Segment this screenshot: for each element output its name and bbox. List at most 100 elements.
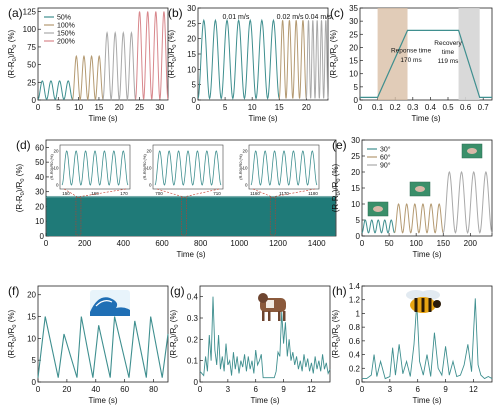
- series-line-60°: [394, 203, 444, 234]
- x-axis-label: Time (s): [412, 250, 441, 259]
- x-tick-label: 20: [115, 103, 124, 112]
- y-tick-label: 0.6: [349, 337, 361, 346]
- x-axis-label: Time (s): [250, 396, 279, 405]
- x-tick-label: 9: [443, 385, 448, 394]
- speed-label: 0.04 m/s: [305, 14, 332, 21]
- inset-x-tick: 1180: [308, 191, 318, 196]
- inset-connector: [156, 188, 183, 197]
- recovery-value: 119 ms: [438, 58, 460, 65]
- x-tick-label: 0: [358, 103, 363, 112]
- y-tick-label: 15: [27, 313, 36, 322]
- x-tick-label: 0.4: [425, 103, 437, 112]
- x-tick-label: 0: [196, 103, 201, 112]
- y-axis-label: (R-R0)/R0 (%): [331, 309, 342, 358]
- x-tick-label: 15: [275, 103, 284, 112]
- inset-y-tick: 20: [146, 149, 152, 154]
- inset-y-label: (R-R0)/R0 (%): [49, 154, 54, 180]
- inset-y-tick: 10: [242, 166, 248, 171]
- y-tick-label: 0: [356, 232, 361, 241]
- plot-frame: [37, 7, 169, 101]
- x-axis-label: Time (s): [176, 250, 205, 259]
- inset-y-tick: 20: [242, 149, 248, 154]
- y-tick-label: 0.4: [349, 351, 361, 360]
- y-tick-label: 30: [351, 136, 360, 145]
- y-tick-label: 15: [351, 184, 360, 193]
- y-tick-label: 0: [192, 96, 197, 105]
- wave-shape: [90, 297, 130, 316]
- y-label-part: (R-R: [7, 341, 16, 358]
- y-tick-label: 25: [187, 19, 196, 28]
- x-tick-label: 30: [155, 103, 164, 112]
- series-line-90°: [442, 170, 493, 234]
- y-tick-label: 20: [187, 35, 196, 44]
- x-tick-label: 12: [307, 385, 316, 394]
- inset-x-tick: 160: [91, 191, 99, 196]
- y-tick-label: 50: [35, 158, 44, 167]
- x-tick-label: 9: [281, 385, 286, 394]
- panel-label: (a): [8, 6, 23, 20]
- x-tick-label: 50: [385, 239, 394, 248]
- bee-stripe: [421, 298, 425, 312]
- x-axis-label: Time (s): [412, 396, 441, 405]
- y-label-part: (%): [329, 29, 338, 44]
- cow-leg: [278, 311, 281, 321]
- response-region: [377, 8, 408, 100]
- panel-label: (h): [332, 284, 347, 298]
- y-axis-label: (R-R0)/R0 (%): [169, 309, 180, 358]
- inset-x-tick: 170: [120, 191, 128, 196]
- y-tick-label: 5: [192, 81, 197, 90]
- y-label-part: 0: [174, 324, 180, 327]
- y-label-part: 0: [12, 44, 18, 47]
- y-label-part: (R-R: [167, 61, 176, 78]
- recovery-label: Recovery: [434, 40, 462, 47]
- y-tick-label: 0: [356, 378, 361, 387]
- y-tick-label: 10: [35, 217, 44, 226]
- legend-label: 90°: [380, 162, 391, 170]
- legend-label: 60°: [380, 154, 391, 162]
- y-tick-label: 10: [349, 70, 358, 79]
- y-label-part: (R-R: [331, 341, 340, 358]
- inset-y-tick: 10: [146, 166, 152, 171]
- x-tick-label: 800: [194, 239, 208, 248]
- y-tick-label: 35: [349, 4, 358, 13]
- cycling-band: [46, 197, 336, 236]
- y-tick-label: 0.2: [349, 364, 361, 373]
- cow-patch: [266, 300, 274, 308]
- panel-label: (c): [330, 6, 344, 20]
- cow-head: [258, 293, 268, 303]
- x-tick-label: 100: [409, 239, 423, 248]
- y-label-part: )/R: [331, 327, 340, 338]
- inset-y-tick: 20: [53, 149, 59, 154]
- x-tick-label: 0.6: [460, 103, 472, 112]
- y-tick-label: 0: [194, 378, 199, 387]
- y-label-part: (%): [15, 163, 24, 178]
- y-label-part: (%): [331, 163, 340, 178]
- y-label-part: 0: [20, 192, 26, 195]
- plot-frame: [359, 7, 493, 101]
- finger-icon: [415, 186, 425, 192]
- bee-stripe: [414, 298, 418, 312]
- y-label-part: 0: [12, 338, 18, 341]
- inset-line: [61, 150, 129, 186]
- y-label-part: 0: [336, 192, 342, 195]
- y-axis-label: (R-R0)/R0 (%): [7, 309, 18, 358]
- x-tick-label: 0: [36, 385, 41, 394]
- response-value: 170 ms: [400, 57, 422, 64]
- y-label-part: 0: [12, 324, 18, 327]
- x-tick-label: 20: [302, 103, 311, 112]
- y-tick-label: 30: [187, 4, 196, 13]
- zoom-region: [75, 197, 82, 236]
- x-tick-label: 400: [117, 239, 131, 248]
- y-tick-label: 10: [27, 334, 36, 343]
- x-tick-label: 60: [120, 385, 129, 394]
- y-tick-label: 20: [35, 202, 44, 211]
- x-tick-label: 0.7: [478, 103, 490, 112]
- plot-frame: [361, 285, 493, 383]
- recovery-label: time: [442, 49, 455, 56]
